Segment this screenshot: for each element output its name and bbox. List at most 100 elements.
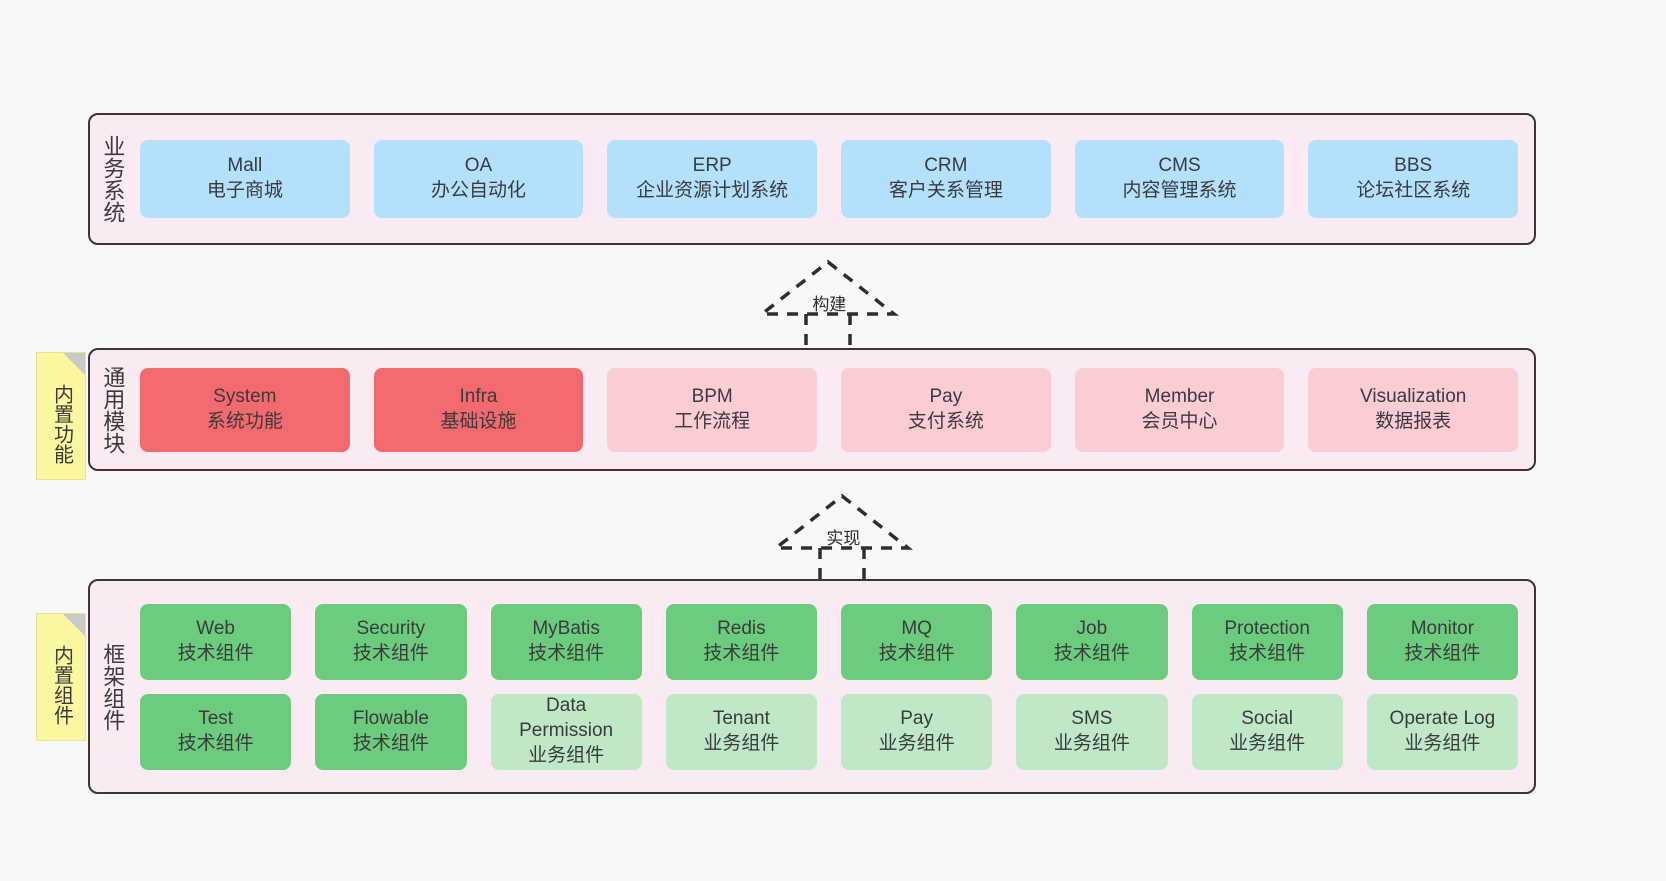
card-monitor[interactable]: Monitor 技术组件	[1366, 603, 1518, 680]
card-data-permission-desc: 业务组件	[528, 744, 605, 766]
card-security-desc: 技术组件	[352, 642, 429, 664]
card-mybatis-desc: 技术组件	[528, 642, 605, 664]
card-bbs-desc: 论坛社区系统	[1356, 180, 1471, 201]
note-fold-icon	[63, 353, 85, 375]
card-flowable-desc: 技术组件	[352, 732, 429, 754]
card-operate-log-desc: 业务组件	[1404, 732, 1481, 754]
card-monitor-desc: 技术组件	[1404, 642, 1481, 664]
card-cms-desc: 内容管理系统	[1122, 180, 1237, 201]
card-system[interactable]: System 系统功能	[140, 367, 350, 452]
card-member[interactable]: Member 会员中心	[1074, 367, 1285, 452]
connector-build: 构建	[756, 258, 900, 348]
card-social-desc: 业务组件	[1229, 732, 1306, 754]
card-bbs-name: BBS	[1394, 155, 1433, 177]
note-fold-icon	[63, 614, 85, 636]
card-social[interactable]: Social 业务组件	[1191, 693, 1343, 770]
layer-framework-title: 框架组件	[100, 642, 126, 731]
card-data-permission-name: Data Permission	[519, 695, 614, 742]
framework-biz-row: Test 技术组件 Flowable 技术组件 Data Permission …	[140, 693, 1518, 770]
card-bpm-desc: 工作流程	[674, 410, 751, 432]
card-crm-desc: 客户关系管理	[888, 180, 1003, 201]
note-builtin-features: 内置功能	[36, 352, 86, 480]
layer-business-title: 业务系统	[100, 135, 126, 223]
card-pay-module-name: Pay	[929, 385, 963, 407]
card-mq-desc: 技术组件	[878, 642, 955, 664]
card-pay-component[interactable]: Pay 业务组件	[841, 693, 993, 770]
card-bpm-name: BPM	[691, 385, 733, 407]
card-crm[interactable]: CRM 客户关系管理	[841, 140, 1051, 218]
card-job-name: Job	[1076, 617, 1108, 639]
card-infra[interactable]: Infra 基础设施	[373, 367, 584, 452]
card-cms-name: CMS	[1158, 155, 1201, 177]
card-security-name: Security	[356, 617, 426, 639]
card-tenant-desc: 业务组件	[703, 732, 780, 754]
card-mall[interactable]: Mall 电子商城	[140, 140, 350, 218]
layer-modules-title: 通用模块	[100, 365, 126, 454]
card-sms-name: SMS	[1071, 707, 1113, 729]
card-sms[interactable]: SMS 业务组件	[1016, 693, 1168, 770]
card-bpm[interactable]: BPM 工作流程	[607, 367, 818, 452]
card-social-name: Social	[1241, 707, 1293, 729]
business-card-row: Mall 电子商城 OA 办公自动化 ERP 企业资源计划系统 CRM 客户关系…	[140, 140, 1519, 218]
note-builtin-components-label: 内置组件	[50, 645, 73, 725]
card-test-desc: 技术组件	[177, 732, 254, 754]
card-web-desc: 技术组件	[177, 642, 254, 664]
card-mybatis-name: MyBatis	[532, 617, 600, 639]
layer-framework-components: 框架组件 Web 技术组件 Security 技术组件 MyBatis 技术组件…	[88, 579, 1536, 794]
modules-card-row: System 系统功能 Infra 基础设施 BPM 工作流程 Pay 支付系统…	[140, 367, 1519, 452]
layer-common-modules: 通用模块 System 系统功能 Infra 基础设施 BPM 工作流程 Pay	[88, 348, 1536, 471]
card-oa-name: OA	[464, 155, 493, 177]
card-web[interactable]: Web 技术组件	[140, 603, 292, 680]
layer-business-systems: 业务系统 Mall 电子商城 OA 办公自动化 ERP 企业资源计划系统 CRM	[88, 113, 1536, 245]
card-tenant-name: Tenant	[712, 707, 770, 729]
note-builtin-components: 内置组件	[36, 613, 86, 741]
card-erp-name: ERP	[692, 155, 732, 177]
card-infra-desc: 基础设施	[440, 410, 517, 432]
card-monitor-name: Monitor	[1410, 617, 1475, 639]
card-system-desc: 系统功能	[206, 410, 283, 432]
card-member-name: Member	[1144, 385, 1215, 407]
card-redis-name: Redis	[717, 617, 766, 639]
card-visualization-name: Visualization	[1360, 385, 1467, 407]
note-builtin-features-label: 内置功能	[50, 384, 73, 464]
card-cms[interactable]: CMS 内容管理系统	[1074, 140, 1285, 218]
card-infra-name: Infra	[459, 385, 498, 407]
card-tenant[interactable]: Tenant 业务组件	[665, 693, 817, 770]
card-erp[interactable]: ERP 企业资源计划系统	[607, 140, 818, 218]
card-mq[interactable]: MQ 技术组件	[841, 603, 993, 680]
card-flowable-name: Flowable	[352, 707, 429, 729]
card-visualization[interactable]: Visualization 数据报表	[1308, 367, 1519, 452]
card-test-name: Test	[198, 707, 234, 729]
card-test[interactable]: Test 技术组件	[140, 693, 292, 770]
layer-modules-body: System 系统功能 Infra 基础设施 BPM 工作流程 Pay 支付系统…	[134, 350, 1534, 469]
card-sms-desc: 业务组件	[1053, 732, 1130, 754]
card-system-name: System	[213, 385, 277, 407]
layer-framework-body: Web 技术组件 Security 技术组件 MyBatis 技术组件 Redi…	[134, 581, 1534, 792]
card-mybatis[interactable]: MyBatis 技术组件	[490, 603, 642, 680]
card-pay-module[interactable]: Pay 支付系统	[841, 367, 1051, 452]
connector-implement-label: 实现	[826, 529, 861, 548]
layer-business-body: Mall 电子商城 OA 办公自动化 ERP 企业资源计划系统 CRM 客户关系…	[134, 115, 1534, 243]
card-crm-name: CRM	[924, 155, 968, 177]
card-member-desc: 会员中心	[1141, 410, 1218, 432]
card-operate-log-name: Operate Log	[1389, 707, 1496, 729]
framework-tech-row: Web 技术组件 Security 技术组件 MyBatis 技术组件 Redi…	[140, 603, 1518, 680]
card-job[interactable]: Job 技术组件	[1016, 603, 1168, 680]
connector-build-label: 构建	[812, 295, 847, 314]
connector-implement: 实现	[770, 492, 914, 580]
card-oa[interactable]: OA 办公自动化	[373, 140, 584, 218]
card-flowable[interactable]: Flowable 技术组件	[315, 693, 467, 770]
card-security[interactable]: Security 技术组件	[315, 603, 467, 680]
card-redis[interactable]: Redis 技术组件	[665, 603, 817, 680]
card-data-permission[interactable]: Data Permission 业务组件	[490, 693, 642, 770]
card-operate-log[interactable]: Operate Log 业务组件	[1366, 693, 1518, 770]
card-pay-component-desc: 业务组件	[878, 732, 955, 754]
card-job-desc: 技术组件	[1053, 642, 1130, 664]
card-pay-module-desc: 支付系统	[907, 410, 984, 432]
card-erp-desc: 企业资源计划系统	[636, 180, 789, 201]
card-protection[interactable]: Protection 技术组件	[1191, 603, 1343, 680]
card-mall-desc: 电子商城	[206, 180, 283, 201]
card-bbs[interactable]: BBS 论坛社区系统	[1308, 140, 1519, 218]
card-redis-desc: 技术组件	[703, 642, 780, 664]
